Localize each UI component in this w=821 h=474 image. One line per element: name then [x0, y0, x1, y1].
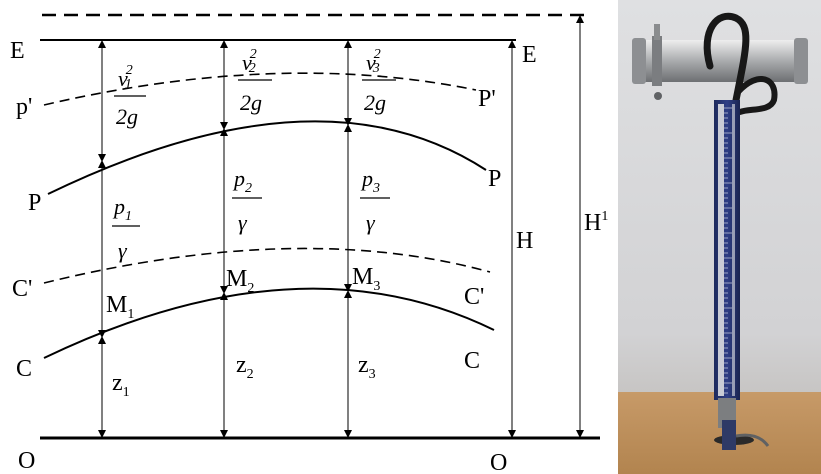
- c-prime-dashed-curve: [43, 247, 491, 284]
- black-hose-2: [735, 76, 778, 115]
- pressure-head-3: p3 γ: [360, 166, 390, 235]
- label-P-right: P: [488, 166, 501, 192]
- svg-text:p1: p1: [112, 194, 132, 224]
- label-H1: H1: [584, 209, 608, 236]
- svg-text:γ: γ: [366, 210, 376, 235]
- point-M2: M2: [226, 266, 254, 296]
- scale-ticks: [724, 107, 732, 394]
- svg-text:v22: v22: [242, 47, 257, 76]
- p-prime-dashed-curve: [43, 72, 477, 106]
- svg-text:γ: γ: [118, 238, 128, 263]
- manometer-tube: [714, 100, 740, 400]
- svg-text:v21: v21: [118, 63, 133, 92]
- svg-text:v23: v23: [366, 47, 381, 76]
- label-E-right: E: [522, 42, 537, 68]
- svg-text:p2: p2: [232, 166, 252, 196]
- elevation-z2: z2: [236, 352, 254, 382]
- label-C-left: C: [16, 356, 32, 382]
- svg-text:2g: 2g: [116, 104, 138, 129]
- point-M1: M1: [106, 292, 134, 322]
- label-C-prime-right: C': [464, 284, 484, 310]
- label-C-right: C: [464, 348, 480, 374]
- piezometric-curve: [47, 120, 487, 195]
- point-M3: M3: [352, 264, 380, 294]
- svg-text:2g: 2g: [240, 90, 262, 115]
- label-H: H: [516, 228, 533, 254]
- label-p-prime-left: p': [16, 94, 32, 120]
- pressure-head-2: p2 γ: [232, 166, 262, 235]
- label-E-left: E: [10, 38, 25, 64]
- label-P-prime-right: P': [478, 86, 496, 112]
- label-P-left: P: [28, 190, 41, 216]
- label-O-right: O: [490, 450, 507, 474]
- label-O-left: O: [18, 448, 35, 474]
- svg-text:2g: 2g: [364, 90, 386, 115]
- pressure-head-1: p1 γ: [112, 194, 140, 263]
- black-hose-1: [703, 12, 750, 104]
- apparatus-photo: [618, 0, 821, 474]
- stand-base: [714, 398, 770, 450]
- label-C-prime-left: C': [12, 276, 32, 302]
- elevation-z3: z3: [358, 352, 376, 382]
- steel-pipe: [632, 24, 808, 100]
- centerline-curve: [43, 287, 495, 359]
- svg-text:p3: p3: [360, 166, 380, 196]
- svg-text:γ: γ: [238, 210, 248, 235]
- elevation-z1: z1: [112, 370, 130, 400]
